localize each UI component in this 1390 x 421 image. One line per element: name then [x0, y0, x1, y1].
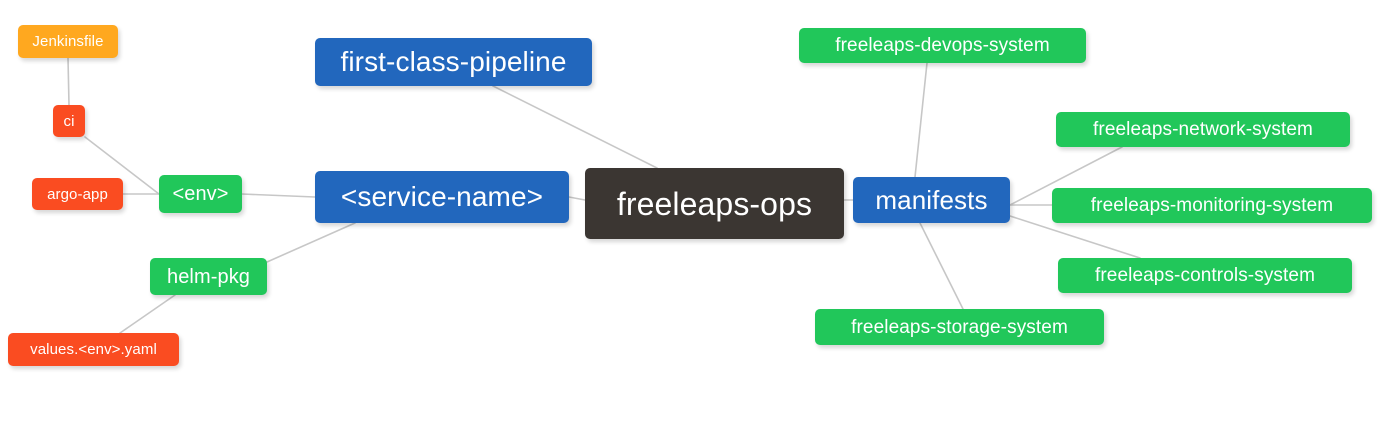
node-freeleaps-storage-system[interactable]: freeleaps-storage-system — [815, 309, 1104, 345]
node-values-yaml[interactable]: values.<env>.yaml — [8, 333, 179, 366]
node-label-values-yaml: values.<env>.yaml — [30, 341, 157, 358]
node-label-env: <env> — [172, 183, 229, 205]
node-label-first-class-pipeline: first-class-pipeline — [340, 46, 567, 77]
node-freeleaps-ops[interactable]: freeleaps-ops — [585, 168, 844, 239]
node-label-freeleaps-controls-system: freeleaps-controls-system — [1094, 265, 1316, 286]
node-label-ci: ci — [63, 112, 75, 130]
node-jenkinsfile[interactable]: Jenkinsfile — [18, 25, 118, 58]
node-label-freeleaps-monitoring-system: freeleaps-monitoring-system — [1090, 195, 1334, 216]
node-label-freeleaps-ops: freeleaps-ops — [616, 185, 813, 222]
node-manifests[interactable]: manifests — [853, 177, 1010, 223]
edge-manifests-to-freeleaps-devops-system — [914, 62, 928, 178]
edge-service-name-to-freeleaps-ops — [568, 196, 586, 201]
edge-env-to-service-name — [241, 193, 316, 198]
node-argo-app[interactable]: argo-app — [32, 178, 123, 210]
node-label-service-name: <service-name> — [340, 181, 544, 212]
node-label-manifests: manifests — [875, 185, 988, 215]
node-label-argo-app: argo-app — [47, 185, 108, 203]
edge-helm-pkg-to-service-name — [266, 222, 356, 263]
node-label-helm-pkg: helm-pkg — [166, 265, 251, 288]
node-freeleaps-network-system[interactable]: freeleaps-network-system — [1056, 112, 1350, 147]
node-freeleaps-controls-system[interactable]: freeleaps-controls-system — [1058, 258, 1352, 293]
edge-values-yaml-to-helm-pkg — [119, 294, 176, 334]
node-label-freeleaps-network-system: freeleaps-network-system — [1093, 119, 1313, 140]
node-env[interactable]: <env> — [159, 175, 242, 213]
edge-manifests-to-freeleaps-storage-system — [919, 222, 964, 310]
node-label-jenkinsfile: Jenkinsfile — [32, 33, 104, 50]
node-service-name[interactable]: <service-name> — [315, 171, 569, 223]
node-first-class-pipeline[interactable]: first-class-pipeline — [315, 38, 592, 86]
node-label-freeleaps-devops-system: freeleaps-devops-system — [835, 35, 1050, 56]
node-label-freeleaps-storage-system: freeleaps-storage-system — [851, 316, 1068, 338]
node-freeleaps-devops-system[interactable]: freeleaps-devops-system — [799, 28, 1086, 63]
node-ci[interactable]: ci — [53, 105, 85, 137]
edge-first-class-pipeline-to-freeleaps-ops — [492, 85, 658, 169]
edge-jenkinsfile-to-ci — [67, 57, 70, 106]
node-freeleaps-monitoring-system[interactable]: freeleaps-monitoring-system — [1052, 188, 1372, 223]
node-helm-pkg[interactable]: helm-pkg — [150, 258, 267, 295]
